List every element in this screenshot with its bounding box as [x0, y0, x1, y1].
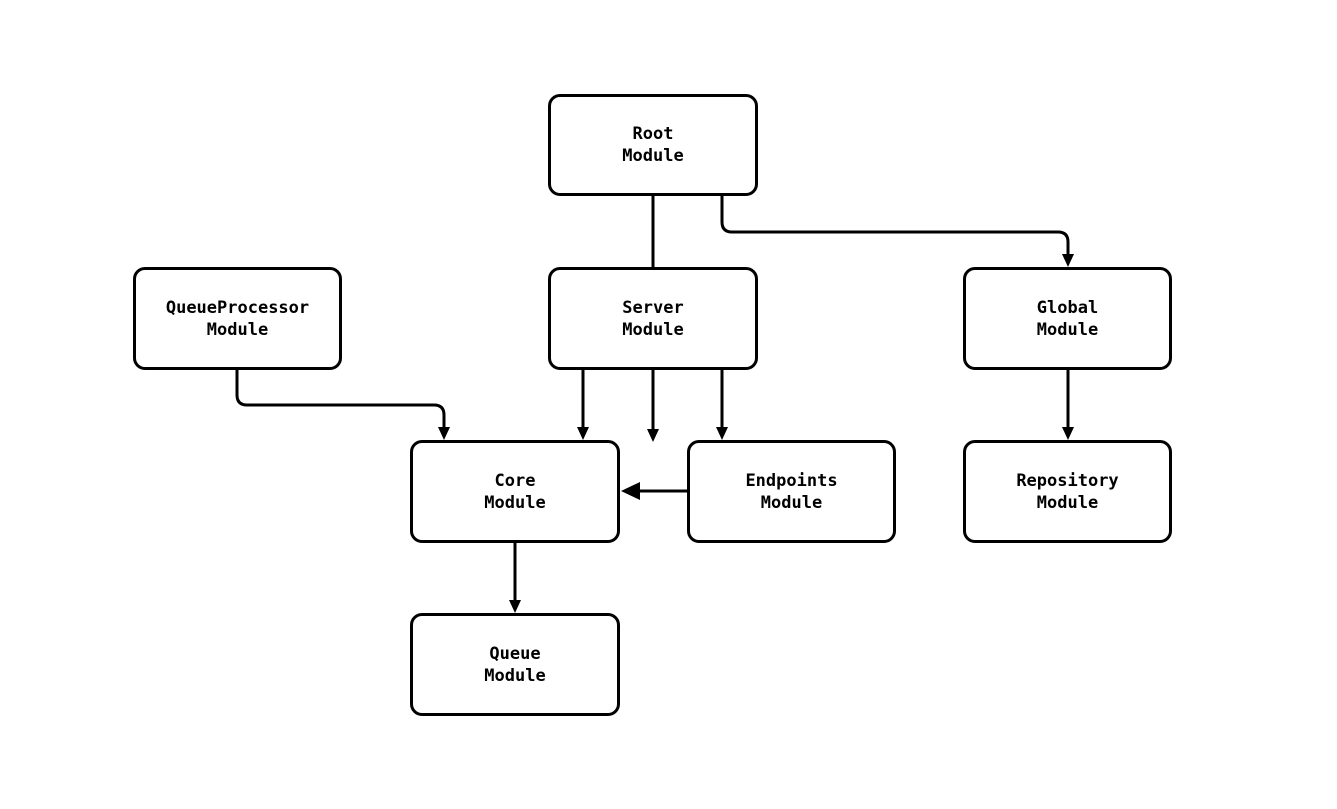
- node-repository-module-line1: Repository: [1016, 470, 1119, 491]
- edge-queueprocessor-to-core: [235, 370, 450, 440]
- node-endpoints-module-line1: Endpoints: [745, 470, 838, 491]
- node-server-module-line1: Server: [622, 297, 684, 318]
- node-global-module[interactable]: Global Module: [963, 267, 1172, 370]
- edge-endpoints-to-core: [621, 482, 687, 500]
- node-repository-module[interactable]: Repository Module: [963, 440, 1172, 543]
- node-global-module-line2: Module: [1036, 319, 1099, 340]
- node-root-module-line2: Module: [622, 146, 684, 166]
- edge-root-to-global: [720, 196, 1074, 267]
- node-queueprocessor-module[interactable]: QueueProcessor Module: [133, 267, 342, 370]
- node-endpoints-module[interactable]: Endpoints Module: [687, 440, 896, 543]
- node-core-module-line1: Core: [494, 470, 536, 491]
- node-queue-module[interactable]: Queue Module: [410, 613, 620, 716]
- node-endpoints-module-line2: Module: [760, 492, 823, 513]
- node-core-module[interactable]: Core Module: [410, 440, 620, 543]
- node-repository-module-line2: Module: [1036, 492, 1099, 513]
- node-server-module[interactable]: Server Module: [548, 267, 758, 370]
- node-root-module-line1: Root: [632, 124, 674, 144]
- node-queue-module-line1: Queue: [489, 643, 541, 664]
- node-server-module-line2: Module: [622, 319, 684, 340]
- node-queue-module-line2: Module: [484, 665, 546, 686]
- node-global-module-line1: Global: [1036, 297, 1099, 318]
- node-queueprocessor-module-line1: QueueProcessor: [165, 297, 310, 318]
- node-queueprocessor-module-line2: Module: [206, 319, 269, 340]
- node-core-module-line2: Module: [484, 492, 546, 513]
- node-root-module[interactable]: Root Module: [548, 94, 758, 196]
